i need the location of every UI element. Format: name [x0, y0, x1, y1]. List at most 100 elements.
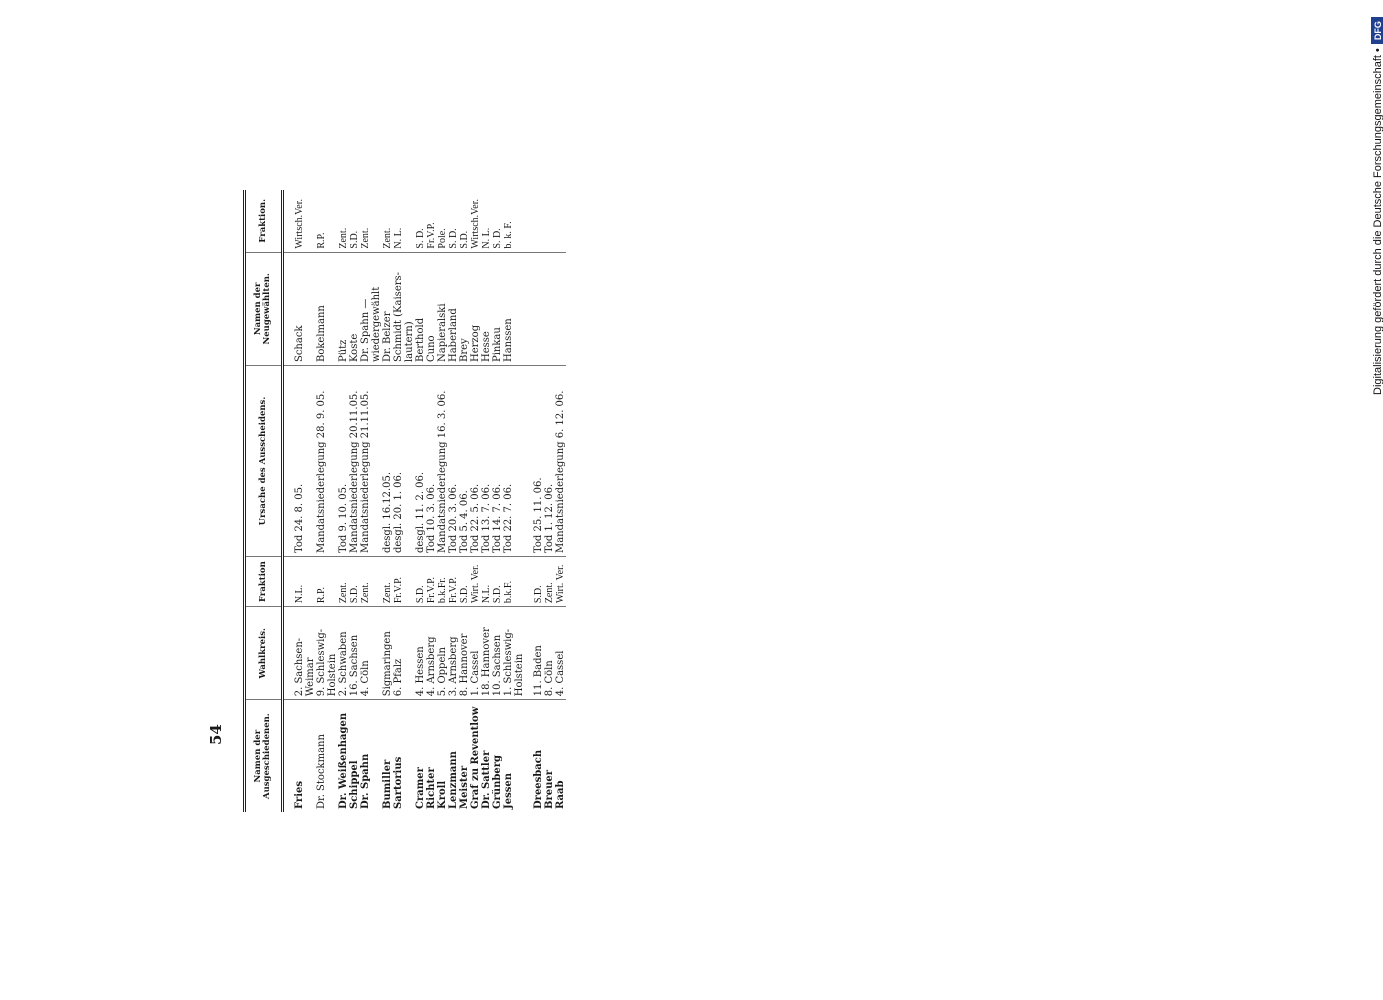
row-spacer	[282, 190, 295, 812]
replacement-members-table: Namen der Ausgeschiedenen. Wahlkreis. Fr…	[243, 190, 566, 812]
cell-name: Bumiller	[382, 759, 393, 809]
cell-name	[404, 700, 415, 812]
cell-name: Lenzmann	[448, 751, 459, 809]
cell-district: Sigmaringen	[382, 606, 393, 700]
cell-name: Schippel	[349, 760, 360, 809]
cell-faction: Wirt. Ver.	[555, 556, 566, 607]
page-number: 54	[207, 724, 225, 745]
spacer-cell	[282, 252, 294, 366]
cell-successor: lautern)	[404, 252, 415, 366]
cell-faction: Fr.V.P.	[426, 556, 437, 607]
cell-faction: Fr.V.P.	[448, 556, 459, 607]
spacer-cell	[525, 606, 533, 700]
table-row: Holstein	[327, 190, 338, 812]
cell-successor: Herzog	[470, 252, 481, 366]
cell-district: Holstein	[514, 606, 525, 700]
cell-faction: S.D.	[492, 556, 503, 607]
cell-district: 8. Hannover	[459, 606, 470, 700]
cell-faction2	[371, 190, 382, 253]
credit-text: Digitalisierung gefördert durch die Deut…	[1372, 48, 1383, 395]
cell-faction	[404, 556, 415, 607]
cell-district	[371, 606, 382, 700]
cell-successor: Dr. Spahn —	[360, 252, 371, 366]
cell-successor: Cuno	[426, 252, 437, 366]
cell-faction2: S.D.	[459, 190, 470, 253]
spacer-cell	[283, 700, 295, 812]
cell-cause	[514, 365, 525, 557]
cell-successor	[533, 252, 544, 366]
cell-successor	[327, 252, 338, 366]
cell-successor: Hanssen	[503, 252, 514, 366]
cell-name: Dr. Stockmann	[316, 734, 327, 809]
cell-district: 6. Pfalz	[393, 606, 404, 700]
spacer-cell	[282, 190, 294, 253]
cell-district: 1. Schleswig-	[503, 606, 514, 700]
cell-district: 16. Sachsen	[349, 606, 360, 700]
dfg-logo: DFG	[1371, 17, 1383, 45]
cell-name: Dr. Weißenhagen	[338, 712, 349, 809]
header-cause: Ursache des Ausscheidens.	[244, 365, 283, 557]
cell-district: Holstein	[327, 606, 338, 700]
cell-faction2: Zent.	[382, 190, 393, 253]
cell-name: Dreesbach	[533, 749, 544, 809]
cell-faction: S.D.	[415, 556, 426, 607]
cell-faction2	[305, 190, 316, 253]
cell-cause: Tod 22. 7. 06.	[503, 365, 514, 557]
cell-name: Sartorius	[393, 756, 404, 809]
cell-faction	[371, 556, 382, 607]
cell-faction: R.P.	[316, 556, 327, 607]
cell-successor: Schmidt (Kaisers-	[393, 252, 404, 366]
spacer-cell	[525, 190, 533, 253]
cell-name: Dr. Sattler	[481, 750, 492, 809]
row-spacer	[525, 190, 533, 812]
digitization-credit: Digitalisierung gefördert durch die Deut…	[1371, 17, 1383, 395]
cell-successor: Bokelmann	[316, 252, 327, 366]
cell-faction: S.D.	[533, 556, 544, 607]
cell-district: 10. Sachsen	[492, 606, 503, 700]
cell-successor: Haberland	[448, 252, 459, 366]
cell-faction: Zent.	[544, 556, 555, 607]
cell-cause: Tod 13. 7. 06.	[481, 365, 492, 557]
cell-successor: Pinkau	[492, 252, 503, 366]
cell-successor	[555, 252, 566, 366]
header-name: Namen der Ausgeschiedenen.	[244, 699, 283, 812]
cell-faction2	[533, 190, 544, 253]
table-row: Weimar	[305, 190, 316, 812]
cell-faction2: N. L.	[393, 190, 404, 253]
cell-name: Dr. Spahn	[360, 753, 371, 809]
cell-cause: Tod 5. 4. 06.	[459, 365, 470, 557]
spacer-cell	[525, 365, 533, 557]
cell-faction2: S. D.	[448, 190, 459, 253]
cell-cause: Tod 24. 8. 05.	[294, 365, 305, 557]
cell-faction: b.k.Fr.	[437, 556, 448, 607]
cell-cause: Mandatsniederlegung 28. 9. 05.	[316, 365, 327, 557]
cell-name	[371, 700, 382, 812]
cell-faction: N.L.	[481, 556, 492, 607]
cell-faction2: Fr.V.P.	[426, 190, 437, 253]
cell-cause: Tod 22. 5. 06.	[470, 365, 481, 557]
cell-district: Weimar	[305, 606, 316, 700]
cell-successor: Brey	[459, 252, 470, 366]
spacer-cell	[282, 606, 294, 700]
header-successor: Namen der Neugewählten.	[244, 252, 283, 366]
cell-name	[327, 700, 338, 812]
cell-cause	[305, 365, 316, 557]
cell-cause: Tod 9. 10. 05.	[338, 365, 349, 557]
spacer-cell	[282, 365, 294, 557]
spacer-cell	[525, 556, 533, 607]
cell-faction2: Zent.	[360, 190, 371, 253]
cell-name: Raab	[555, 780, 566, 810]
cell-faction2	[555, 190, 566, 253]
